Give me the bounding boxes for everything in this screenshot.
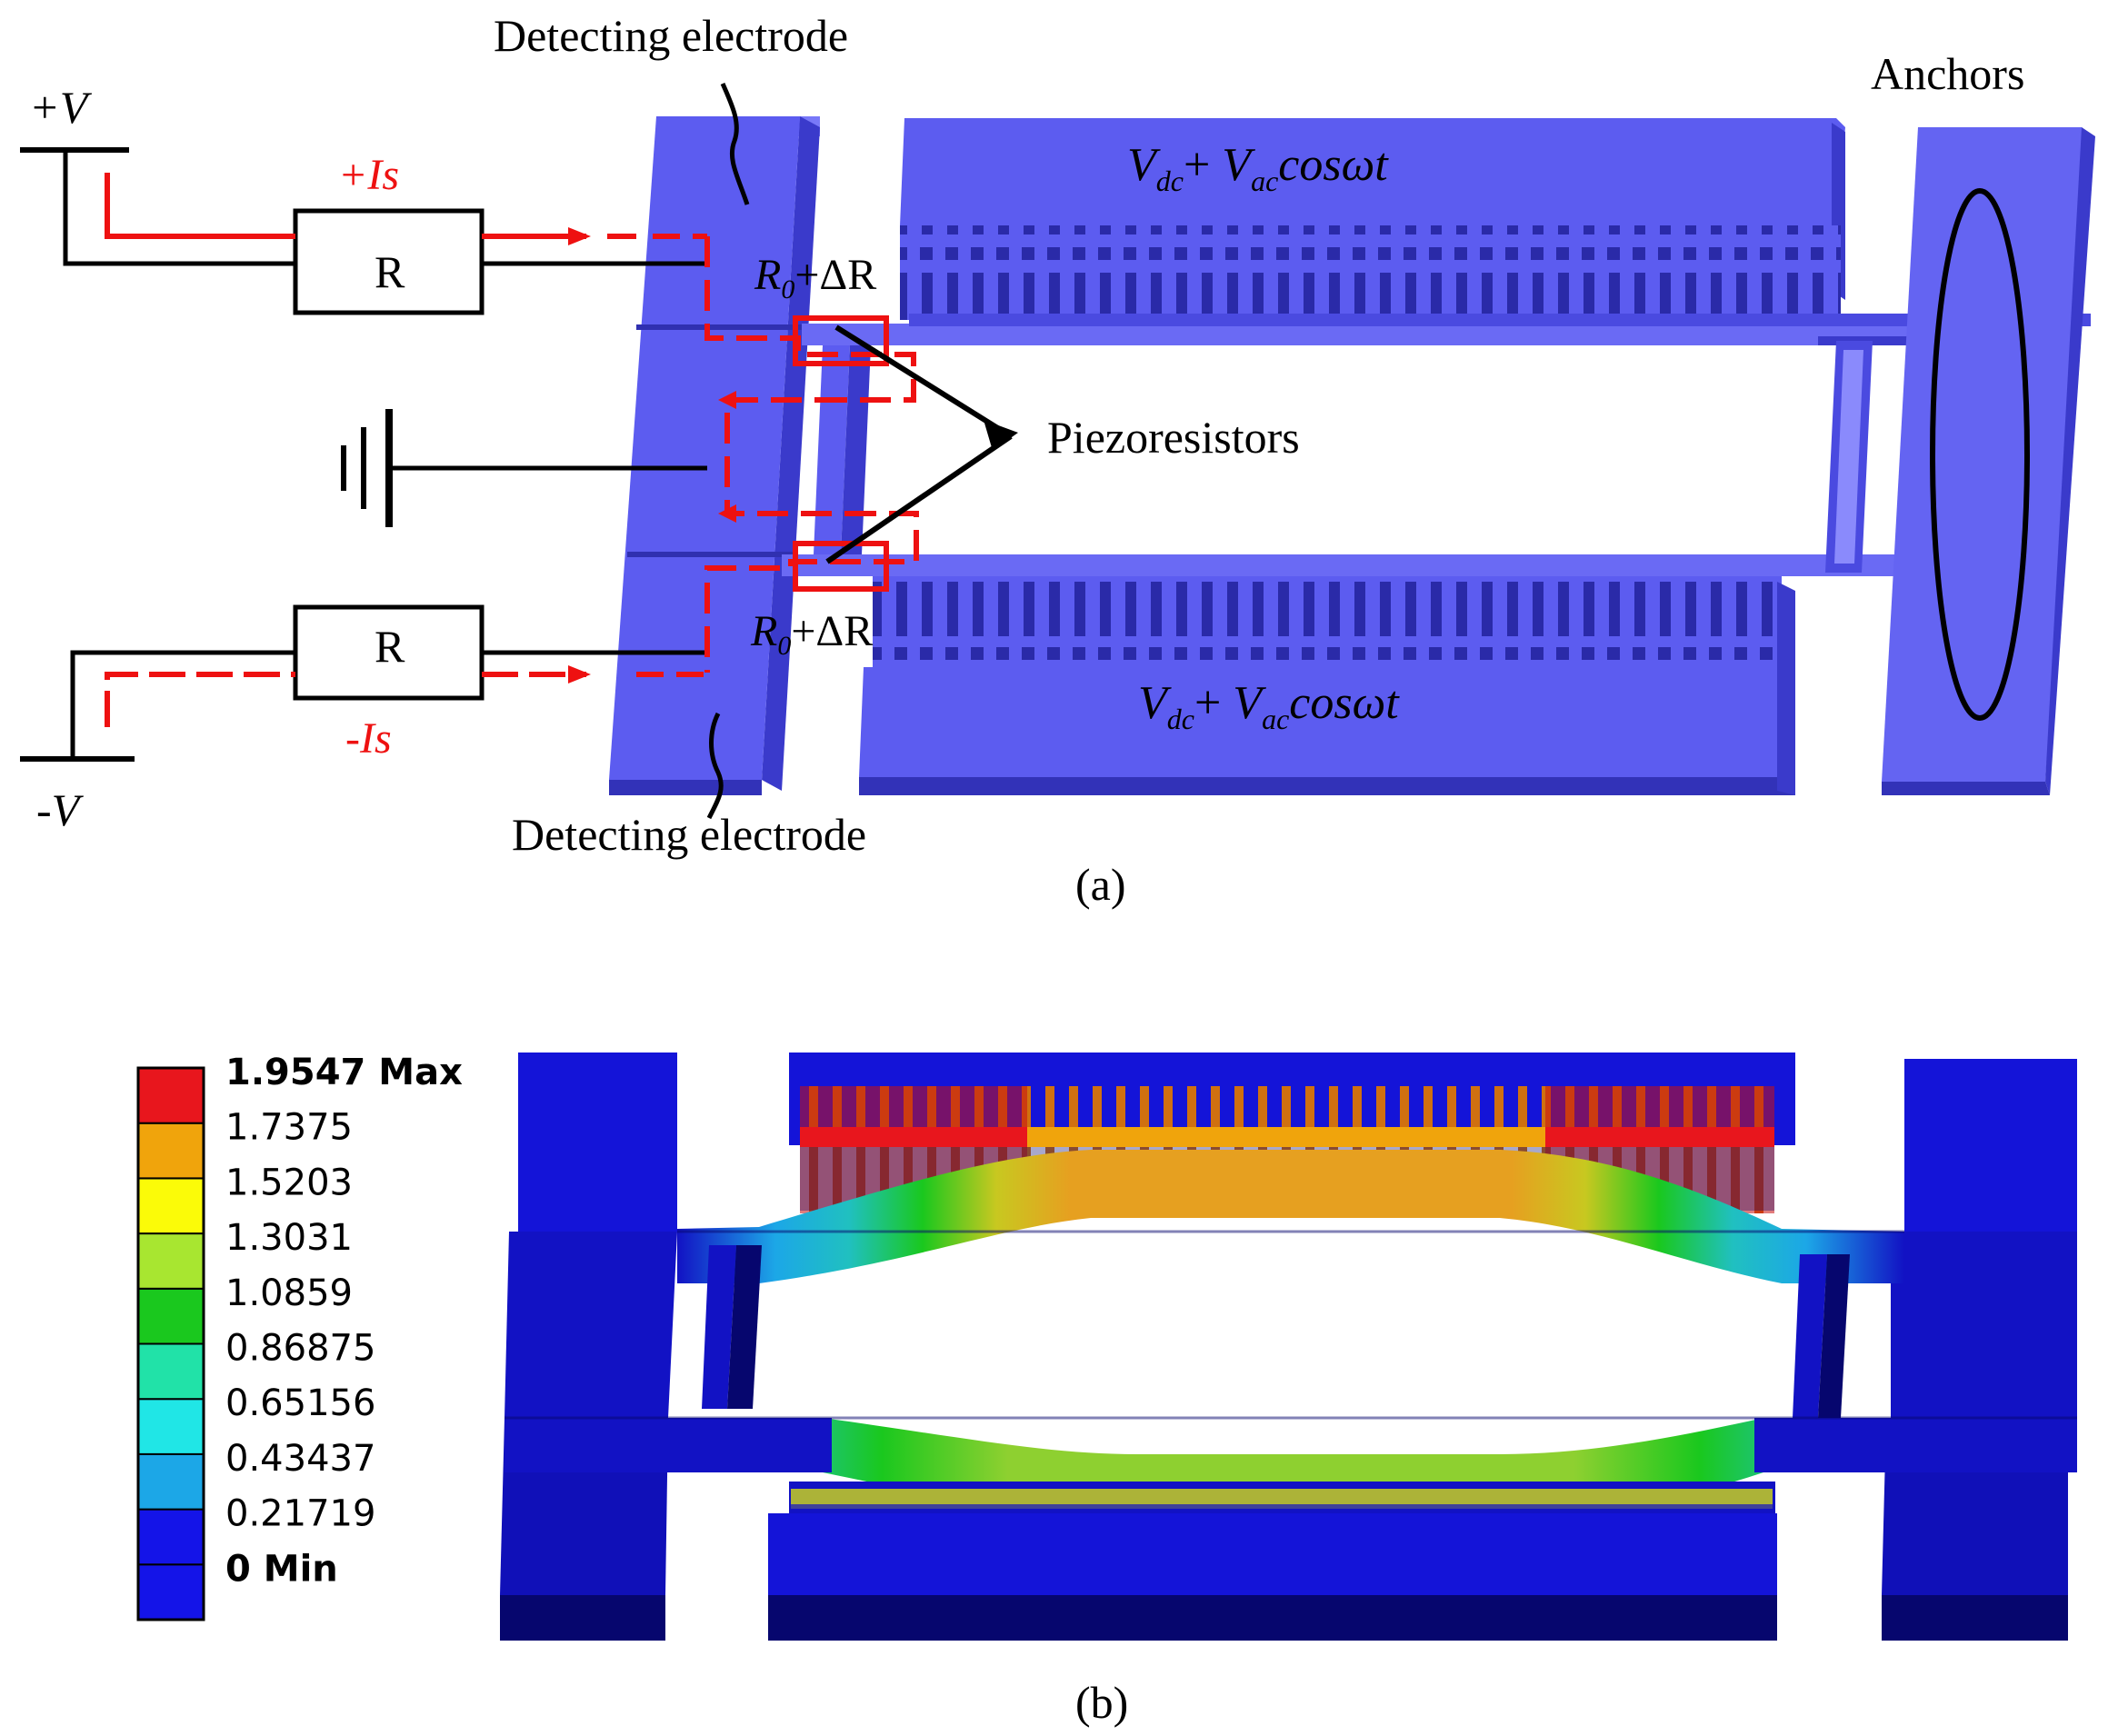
coupling-beams bbox=[782, 324, 2074, 576]
detecting-electrode-block bbox=[609, 116, 820, 795]
plus-v-supply bbox=[20, 147, 295, 266]
piezoresistor-arrows bbox=[825, 324, 1013, 564]
colorbar-label: 0.21719 bbox=[225, 1493, 375, 1535]
drive-voltage-bottom-label: Vdc+ Vaccosωt bbox=[1138, 677, 1400, 735]
colorbar-frame bbox=[136, 1066, 205, 1621]
piezoresistor-box-bottom bbox=[793, 541, 889, 592]
resistor-bottom bbox=[293, 604, 485, 701]
colorbar-label: 0.43437 bbox=[225, 1438, 375, 1480]
bottom-deformed-beam bbox=[505, 1418, 2077, 1522]
piezoresistors-label: Piezoresistors bbox=[1047, 412, 1300, 463]
colorbar-legend: 1.9547 Max 1.7375 1.5203 1.3031 1.0859 0.8687… bbox=[136, 1052, 463, 1621]
electrode-break-top bbox=[720, 83, 750, 205]
anchors-ellipse bbox=[1930, 188, 2030, 721]
minus-v-supply bbox=[20, 650, 295, 762]
top-deformed-beam bbox=[677, 1150, 1904, 1283]
plus-v-label: +V bbox=[29, 82, 93, 133]
colorbar-label: 1.3031 bbox=[225, 1217, 353, 1259]
current-path-plus bbox=[105, 173, 919, 673]
colorbar-swatch bbox=[137, 1122, 205, 1180]
colorbar-swatch bbox=[137, 1508, 205, 1566]
colorbar-swatch bbox=[137, 1342, 205, 1401]
top-drive-electrode bbox=[900, 118, 2091, 345]
r0-bottom-label: R0+ΔR bbox=[750, 607, 873, 661]
minus-v-label: -V bbox=[36, 784, 85, 835]
resistor-top bbox=[293, 208, 485, 315]
caption-a: (a) bbox=[1075, 859, 1126, 910]
drive-voltage-top-label: Vdc+ Vaccosωt bbox=[1127, 139, 1389, 197]
panel-a: Detecting electrode Detecting electrode … bbox=[20, 10, 2095, 910]
colorbar-label: 0.86875 bbox=[225, 1328, 375, 1370]
colorbar-swatch bbox=[137, 1067, 205, 1124]
detecting-electrode-bottom-label: Detecting electrode bbox=[512, 809, 866, 860]
colorbar-swatch bbox=[137, 1232, 205, 1290]
colorbar-swatch bbox=[137, 1177, 205, 1235]
resistor-bottom-label: R bbox=[375, 621, 405, 672]
plus-is-label: +Is bbox=[338, 151, 399, 199]
resistor-top-label: R bbox=[375, 246, 405, 297]
fea-model bbox=[500, 1053, 2077, 1641]
piezoresistor-box-top bbox=[793, 315, 889, 366]
colorbar-label: 1.7375 bbox=[225, 1107, 353, 1149]
colorbar-swatch bbox=[137, 1287, 205, 1345]
colorbar-swatch bbox=[137, 1452, 205, 1511]
anchors-label: Anchors bbox=[1871, 48, 2024, 99]
colorbar-label: 0 Min bbox=[225, 1548, 338, 1590]
detecting-electrode-top-label: Detecting electrode bbox=[494, 10, 848, 61]
caption-b: (b) bbox=[1075, 1677, 1128, 1728]
electrode-break-bottom bbox=[706, 712, 724, 820]
r0-top-label: R0+ΔR bbox=[754, 251, 876, 304]
colorbar-swatch bbox=[137, 1398, 205, 1455]
current-path-minus bbox=[105, 665, 707, 727]
colorbar-label: 0.65156 bbox=[225, 1382, 375, 1424]
colorbar-label: 1.5203 bbox=[225, 1162, 353, 1203]
bottom-drive-electrode bbox=[859, 576, 1795, 795]
panel-b: 1.9547 Max 1.7375 1.5203 1.3031 1.0859 0.8687… bbox=[136, 1052, 2077, 1728]
arrowhead-icon bbox=[984, 420, 1018, 451]
minus-is-label: -Is bbox=[345, 714, 392, 763]
ground-symbol bbox=[341, 409, 707, 527]
colorbar-label: 1.9547 Max bbox=[225, 1052, 463, 1093]
colorbar-swatch bbox=[137, 1563, 205, 1621]
anchors-block bbox=[1825, 127, 2095, 795]
colorbar-label: 1.0859 bbox=[225, 1272, 353, 1314]
